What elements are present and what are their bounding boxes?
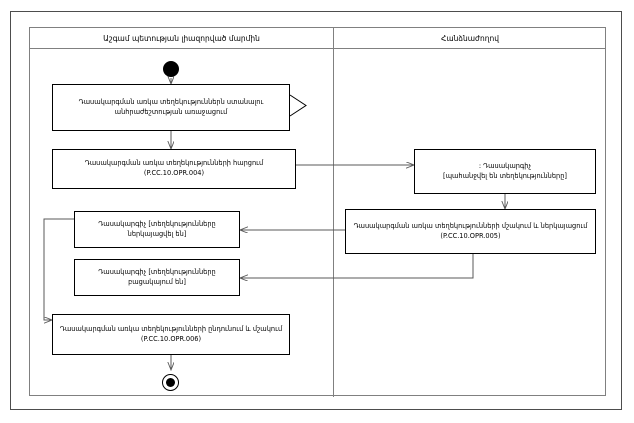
initial-node [163,61,179,77]
object-classifier-requested-line1: : Դասակարգիչ [478,161,532,170]
action-process-and-present[interactable]: Դասակարգման առկա տեղեկությունների մշակու… [345,209,596,254]
swimlane-header-left: Աշգամ պետության լիազորված մարմին [103,34,260,43]
object-classifier-requested-line2: [պահանջվել են տեղեկությունները] [443,171,567,180]
action-need-arises-line2: անհրաժեշտության առաջացում [114,107,228,116]
action-receive-and-process-line2: (P.CC.10.OPR.006) [140,334,202,343]
action-request-info[interactable]: Դասակարգման առկա տեղեկությունների հարցու… [52,149,296,189]
object-classifier-presented-line2: ներկայացվել են] [127,229,187,238]
swimlane-divider [333,28,334,397]
action-process-and-present-line1: Դասակարգման առկա տեղեկությունների մշակու… [353,221,588,230]
object-classifier-requested[interactable]: : Դասակարգիչ [պահանջվել են տեղեկությունն… [414,149,596,194]
swimlane-header-row: Աշգամ պետության լիազորված մարմին Հանձնաժ… [30,28,605,49]
object-classifier-presented[interactable]: Դասակարգիչ [տեղեկությունները ներկայացվել… [74,211,240,248]
action-request-info-line2: (P.CC.10.OPR.004) [143,169,205,177]
object-classifier-presented-line1: Դասակարգիչ [տեղեկությունները [98,219,216,228]
object-classifier-absent-line1: Դասակարգիչ [տեղեկությունները [98,267,216,276]
action-need-arises[interactable]: Դասակարգման առկա տեղեկություններն ստանալ… [52,84,290,131]
action-receive-and-process[interactable]: Դասակարգման առկա տեղեկությունների ընդուն… [52,314,290,355]
action-process-and-present-line2: (P.CC.10.OPR.005) [440,231,501,240]
object-classifier-absent[interactable]: Դասակարգիչ [տեղեկությունները բացակայում … [74,259,240,296]
action-request-info-line1: Դասակարգման առկա տեղեկությունների հարցու… [84,159,264,168]
object-classifier-absent-line2: բացակայում են] [128,277,186,286]
action-need-arises-line1: Դասակարգման առկա տեղեկություններն ստանալ… [78,97,264,106]
action-receive-and-process-line1: Դասակարգման առկա տեղեկությունների ընդուն… [59,324,283,333]
swimlane-header-right: Հանձնաժողով [441,34,499,43]
final-node [162,374,179,391]
